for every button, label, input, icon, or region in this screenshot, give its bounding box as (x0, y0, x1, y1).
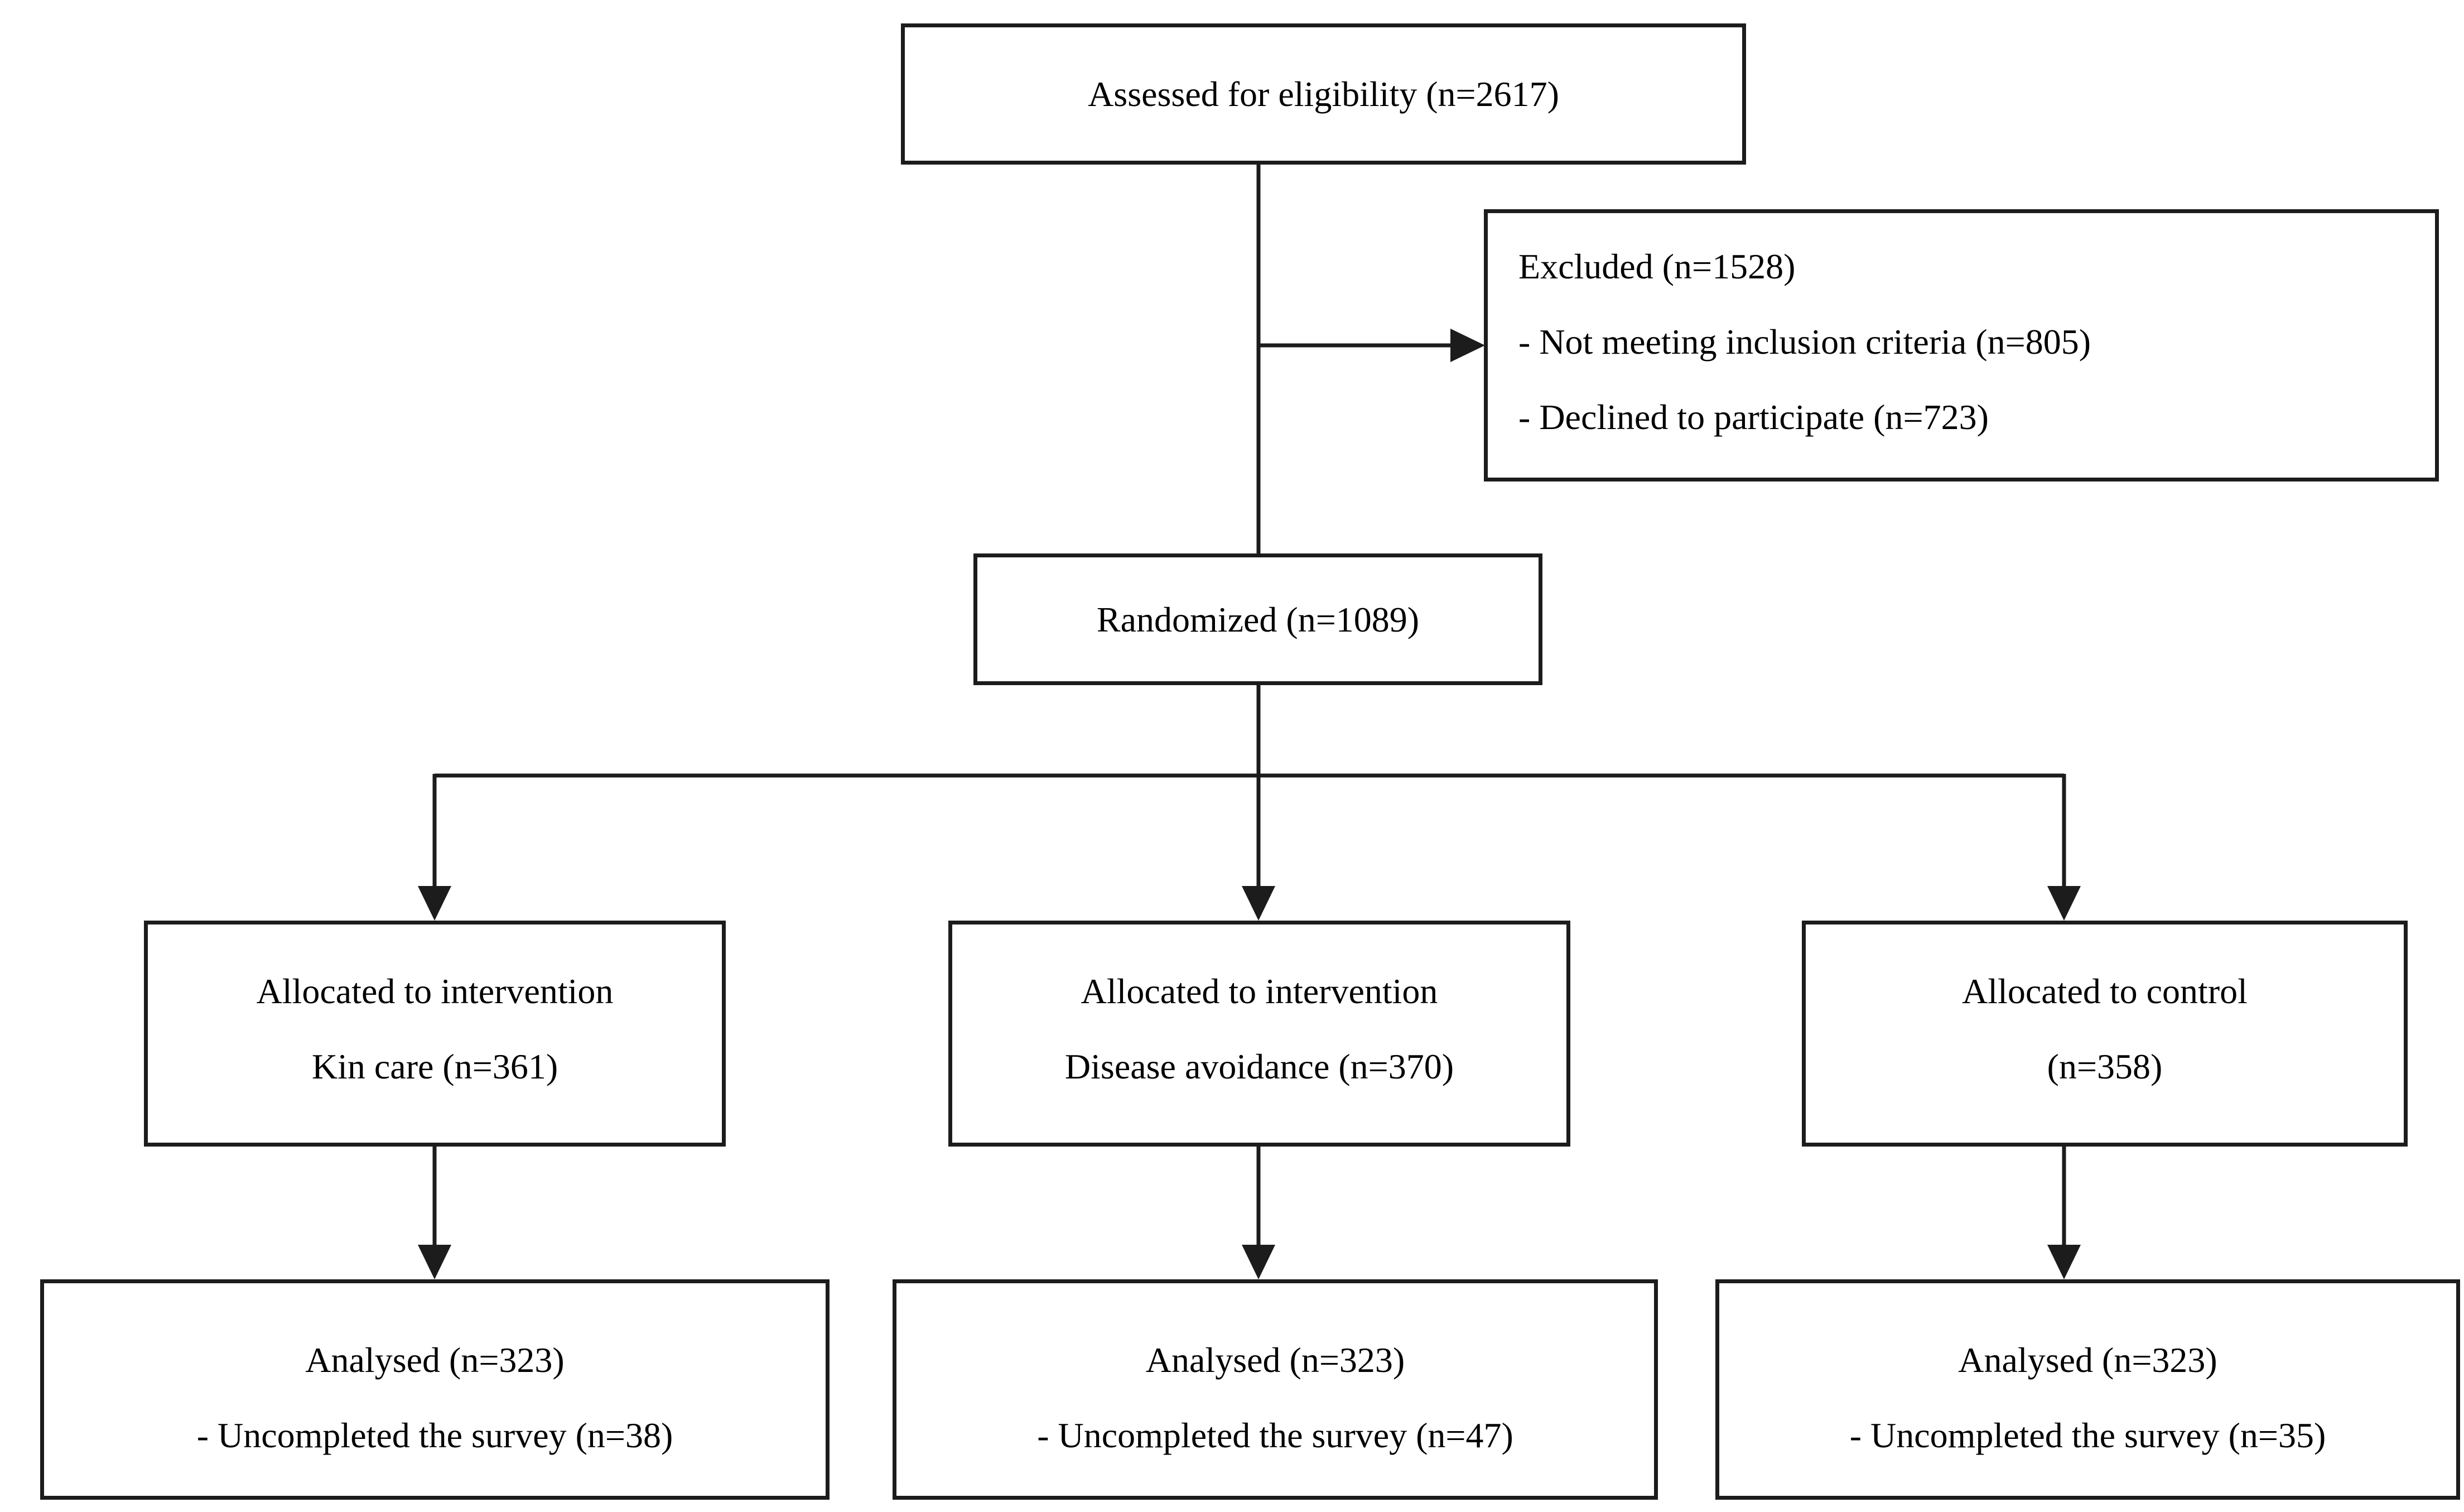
arrowhead-disease-icon (1242, 886, 1275, 921)
analysed-disease-line1: Analysed (n=323) (1145, 1340, 1405, 1380)
analysed-box-control: Analysed (n=323) - Uncompleted the surve… (1715, 1279, 2460, 1500)
arrowhead-excluded-icon (1450, 329, 1485, 362)
allocation-control-line1: Allocated to control (1962, 971, 2248, 1011)
excluded-box: Excluded (n=1528) - Not meeting inclusio… (1484, 209, 2439, 481)
arrowhead-analysed-control-icon (2047, 1245, 2081, 1279)
allocation-disease-line1: Allocated to intervention (1081, 971, 1438, 1011)
excluded-reason-1: - Not meeting inclusion criteria (n=805) (1518, 322, 2091, 362)
allocation-box-disease-avoidance: Allocated to intervention Disease avoida… (948, 921, 1570, 1147)
analysed-control-line1: Analysed (n=323) (1958, 1340, 2217, 1380)
assessed-text: Assessed for eligibility (n=2617) (1088, 74, 1559, 114)
arrowhead-control-icon (2047, 886, 2081, 921)
analysed-control-line2: - Uncompleted the survey (n=35) (1849, 1415, 2326, 1455)
arrowhead-analysed-kincare-icon (418, 1245, 451, 1279)
excluded-reason-2: - Declined to participate (n=723) (1518, 397, 1989, 437)
allocation-kincare-line2: Kin care (n=361) (311, 1047, 558, 1086)
analysed-box-disease-avoidance: Analysed (n=323) - Uncompleted the surve… (893, 1279, 1658, 1500)
analysed-kincare-line2: - Uncompleted the survey (n=38) (196, 1415, 673, 1455)
assessed-box: Assessed for eligibility (n=2617) (901, 23, 1746, 165)
analysed-disease-line2: - Uncompleted the survey (n=47) (1037, 1415, 1513, 1455)
allocation-control-line2: (n=358) (2047, 1047, 2163, 1086)
analysed-box-kincare: Analysed (n=323) - Uncompleted the surve… (40, 1279, 830, 1500)
randomized-box: Randomized (n=1089) (973, 553, 1542, 685)
arrowhead-kincare-icon (418, 886, 451, 921)
analysed-kincare-line1: Analysed (n=323) (305, 1340, 565, 1380)
randomized-text: Randomized (n=1089) (1096, 599, 1420, 639)
allocation-kincare-line1: Allocated to intervention (256, 971, 614, 1011)
allocation-disease-line2: Disease avoidance (n=370) (1064, 1047, 1454, 1086)
allocation-box-kincare: Allocated to intervention Kin care (n=36… (144, 921, 726, 1147)
arrowhead-analysed-disease-icon (1242, 1245, 1275, 1279)
allocation-box-control: Allocated to control (n=358) (1802, 921, 2408, 1147)
excluded-title: Excluded (n=1528) (1518, 247, 1796, 286)
